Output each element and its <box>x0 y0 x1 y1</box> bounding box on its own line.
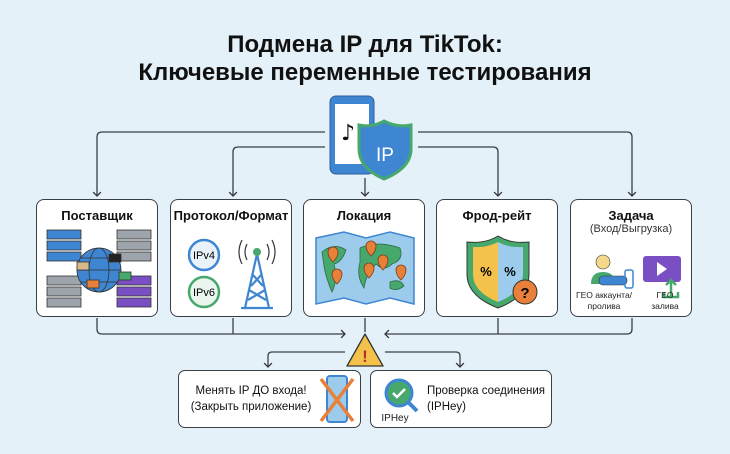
tower-icon <box>238 239 276 310</box>
box-title: Задача <box>608 208 654 223</box>
svg-text:♪: ♪ <box>341 121 355 146</box>
box-title: Локация <box>336 208 392 223</box>
ipv-tower-icon: IPv4 IPv6 <box>187 238 276 310</box>
title-line-1: Подмена IP для TikTok: <box>227 31 503 58</box>
outcome-text: Менять IP ДО входа!(Закрыть приложение) <box>190 385 312 413</box>
svg-text:!: ! <box>362 347 368 366</box>
variable-box-protocol: Протокол/Формат IPv4 IPv6 <box>170 199 292 317</box>
ipv6-label: IPv6 <box>193 287 215 299</box>
world-map-pins-icon <box>315 231 415 305</box>
variable-box-fraud-rate: Фрод-рейт % % ? <box>436 199 558 317</box>
geo-account-caption: ГЕО аккаунта/пролива <box>575 290 633 311</box>
variable-box-task: Задача (Вход/Выгрузка) ГЕО аккаунта/прол… <box>570 199 692 317</box>
user-login-icon <box>591 254 634 289</box>
variable-box-provider: Поставщик <box>36 199 158 317</box>
ipv4-label: IPv4 <box>193 250 215 262</box>
servers-globe-icon <box>46 229 152 308</box>
outcome-box-check-connection: IPHey Проверка соединения(IPHey) <box>370 370 552 428</box>
phone-crossed-icon <box>319 375 355 423</box>
variable-box-location: Локация <box>303 199 425 317</box>
shield-percent-icon: % % ? <box>466 235 538 309</box>
svg-text:IPHey: IPHey <box>381 413 408 424</box>
outcome-text: Проверка соединения(IPHey) <box>427 385 546 413</box>
svg-text:?: ? <box>520 285 529 302</box>
magnifier-check-icon: IPHey <box>381 378 419 424</box>
box-title: Фрод-рейт <box>462 208 532 223</box>
box-subtitle: (Вход/Выгрузка) <box>589 223 673 235</box>
outcome-box-change-ip: Менять IP ДО входа!(Закрыть приложение) <box>178 370 361 428</box>
box-title: Поставщик <box>61 208 133 223</box>
warning-triangle-icon: ! <box>346 333 384 367</box>
svg-text:%: % <box>504 264 516 279</box>
svg-text:%: % <box>480 264 492 279</box>
task-icons <box>591 254 681 299</box>
box-title: Протокол/Формат <box>173 208 289 223</box>
ip-shield-icon: IP <box>357 119 413 181</box>
svg-text:IP: IP <box>376 145 394 166</box>
video-upload-icon <box>643 256 681 299</box>
title-line-2: Ключевые переменные тестирования <box>138 59 592 86</box>
